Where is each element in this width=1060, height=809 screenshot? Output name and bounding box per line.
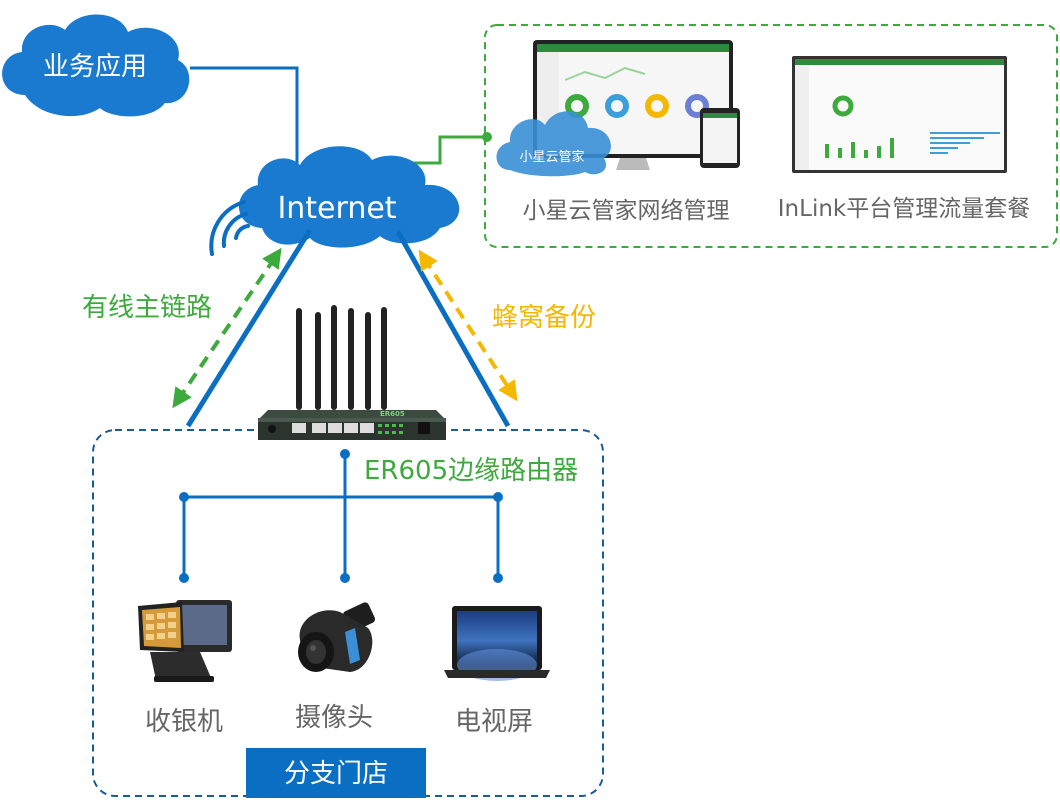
router-label: ER605边缘路由器: [364, 456, 578, 486]
device-label-camera: 摄像头: [295, 703, 373, 733]
camera-icon: [298, 602, 376, 672]
internet-cloud-label: Internet: [277, 191, 396, 226]
platform-box: [484, 24, 1058, 248]
business-link-line: [190, 66, 299, 168]
laptop-icon: [444, 606, 550, 681]
device-label-pos: 收银机: [145, 707, 223, 737]
wired-arrow: [172, 247, 282, 409]
xiaoxing-platform-label: 小星云管家网络管理: [523, 198, 730, 224]
business-cloud: 业务应用: [2, 14, 190, 117]
wireless-signal-icon: [209, 200, 250, 256]
pos-terminal-icon: [138, 600, 232, 682]
lan-dot-left: [179, 492, 189, 502]
inlink-platform-label: InLink平台管理流量套餐: [778, 196, 1030, 222]
lan-dot-tv: [493, 573, 503, 583]
branch-label: 分支门店: [284, 759, 388, 789]
wired-uplink-line: [185, 228, 313, 428]
lan-dot-camera: [340, 573, 350, 583]
platform-link-line: [398, 135, 487, 165]
platform-link-dot-b: [482, 132, 492, 142]
router-brand: ER605: [380, 410, 405, 418]
business-cloud-label: 业务应用: [43, 52, 147, 82]
inlink-monitor-icon: [792, 56, 1007, 173]
wired-link-label: 有线主链路: [82, 293, 212, 323]
device-label-tv: 电视屏: [455, 707, 533, 737]
xiaoxing-cloud-label: 小星云管家: [519, 149, 584, 165]
lan-dot-pos: [179, 573, 189, 583]
er605-router-icon: ER605: [258, 305, 446, 440]
xiaoxing-cloud: 小星云管家: [496, 111, 611, 177]
lan-dot-router: [340, 449, 350, 459]
lan-tree: [182, 454, 500, 578]
cellular-arrow: [418, 249, 518, 402]
cellular-link-label: 蜂窝备份: [492, 303, 596, 333]
lan-dot-right: [493, 492, 503, 502]
branch-label-box: [246, 748, 426, 798]
internet-cloud: Internet: [238, 146, 460, 248]
